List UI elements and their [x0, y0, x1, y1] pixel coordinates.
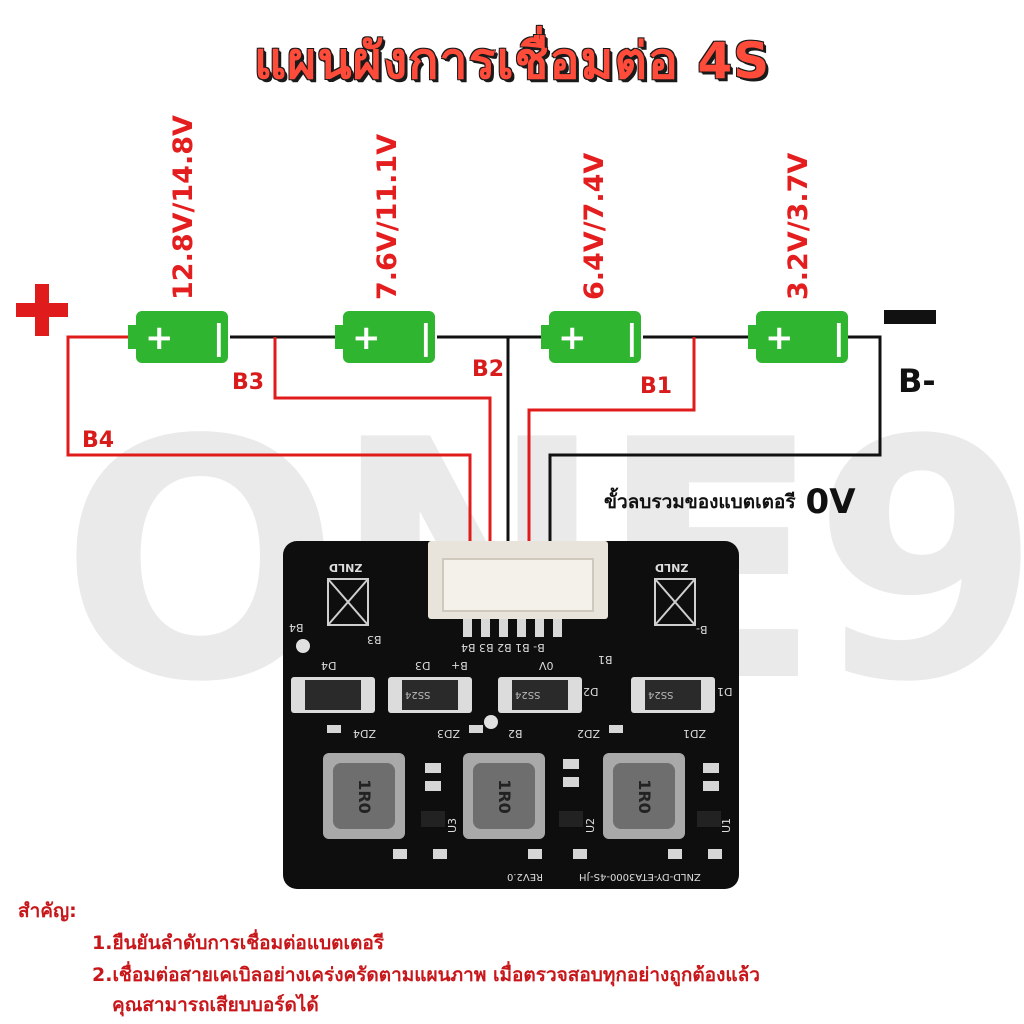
- wire-label-b2: B2: [472, 357, 505, 382]
- inductors: [323, 753, 685, 839]
- footer-item-1: 1.ยืนยันลำดับการเชื่อมต่อแบตเตอรี: [92, 932, 384, 954]
- cell-1-symbols: + |: [145, 316, 225, 360]
- inductor-label-3: 1R0: [634, 779, 654, 814]
- footer-item-3: คุณสามารถเสียบบอร์ดได้: [112, 994, 319, 1016]
- cell-4-voltage: 3.2V/3.7V: [783, 152, 814, 300]
- diode-code-d3: SS24: [405, 689, 431, 700]
- ic-label-u3: U3: [446, 817, 460, 834]
- diagram-title: แผนผังการเชื่อมต่อ 4S: [253, 32, 771, 90]
- pad-bplus: B+: [451, 659, 468, 672]
- ic-label-u1: U1: [720, 817, 734, 834]
- cell-plus-icon: +: [765, 318, 794, 358]
- pad-b1: B1: [598, 653, 613, 666]
- ic-label-u2: U2: [584, 817, 598, 834]
- diode-code-d1: SS24: [648, 689, 674, 700]
- wire-label-b1: B1: [640, 374, 673, 399]
- board-part-number: ZNLD-DY-ETA3000-4S-JH: [579, 871, 701, 882]
- diode-label-d4: D4: [321, 659, 337, 672]
- cell-3: [541, 311, 641, 363]
- board-artwork: [291, 541, 722, 859]
- cell-3-voltage: 6.4V/7.4V: [579, 152, 610, 300]
- ground-note-text: ขั้วลบรวมของแบตเตอรี: [604, 491, 796, 513]
- connector-pins: [463, 619, 562, 637]
- connector-pin-labels: B- B1 B2 B3 B4: [461, 641, 545, 654]
- ground-note: ขั้วลบรวมของแบตเตอรี 0V: [604, 482, 856, 522]
- pad-b4: B4: [289, 621, 304, 634]
- cell-4: [748, 311, 848, 363]
- wire-label-b3: B3: [232, 370, 265, 395]
- board-revision: REV2.0: [507, 871, 544, 882]
- zener-label-zd1: ZD1: [683, 727, 707, 740]
- positive-terminal-icon-vertical: [35, 284, 49, 336]
- ground-note-value: 0V: [805, 482, 856, 522]
- board-brand-left: ZNLD: [329, 561, 363, 574]
- pad-b2: B2: [508, 727, 523, 740]
- cell-2-symbols: + |: [352, 316, 432, 360]
- cell-minus-icon: |: [832, 318, 845, 358]
- series-line: [230, 335, 882, 628]
- cell-2: [335, 311, 435, 363]
- cell-plus-icon: +: [352, 318, 381, 358]
- wire-label-bminus: B-: [898, 362, 936, 400]
- pad-b3: B3: [367, 633, 382, 646]
- diode-code-d2: SS24: [515, 689, 541, 700]
- pad-bminus: B-: [696, 623, 708, 636]
- diodes: [291, 677, 715, 713]
- cell-4-symbols: + |: [765, 316, 845, 360]
- diode-label-d2: D2: [583, 685, 599, 698]
- inductor-label-2: 1R0: [494, 779, 514, 814]
- cell-3-symbols: + |: [558, 316, 638, 360]
- cell-minus-icon: |: [419, 318, 432, 358]
- cell-2-voltage: 7.6V/11.1V: [372, 133, 403, 300]
- balance-leads: [66, 335, 696, 628]
- zener-label-zd3: ZD3: [437, 727, 461, 740]
- wire-label-b4: B4: [82, 428, 115, 453]
- cell-1-voltage: 12.8V/14.8V: [168, 115, 199, 300]
- footer-heading: สำคัญ:: [18, 900, 77, 922]
- diode-label-d1: D1: [717, 685, 733, 698]
- cell-1: [128, 311, 228, 363]
- ics: [421, 811, 721, 827]
- diode-label-d3: D3: [415, 659, 431, 672]
- cell-plus-icon: +: [558, 318, 587, 358]
- footer-item-2: 2.เชื่อมต่อสายเคเบิลอย่างเคร่งครัดตามแผน…: [92, 964, 760, 986]
- cell-plus-icon: +: [145, 318, 174, 358]
- zener-label-zd4: ZD4: [353, 727, 377, 740]
- zener-label-zd2: ZD2: [577, 727, 601, 740]
- cell-minus-icon: |: [212, 318, 225, 358]
- cell-minus-icon: |: [625, 318, 638, 358]
- board-brand-right: ZNLD: [655, 561, 689, 574]
- pad-0v: 0V: [539, 659, 554, 672]
- protection-board: ZNLD ZNLD B- B1 B2 B3 B4 B4 B3 B+ 0V B1 …: [283, 541, 739, 889]
- negative-terminal-icon: [884, 310, 936, 324]
- inductor-label-1: 1R0: [354, 779, 374, 814]
